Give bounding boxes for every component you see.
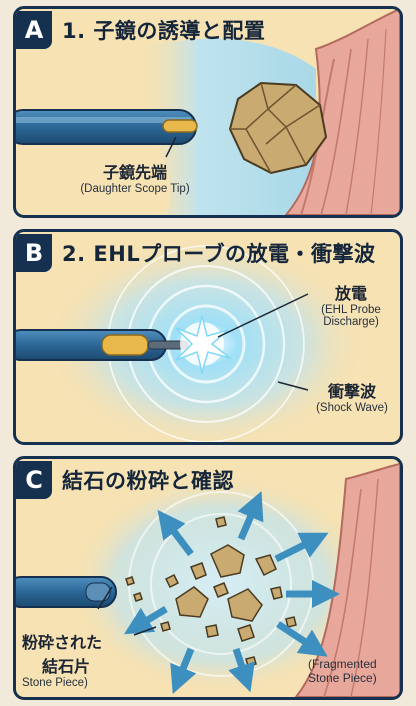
panel-a: A 1. 子鏡の誘導と配置 子鏡先端 (Daughter Scope Tip) [13, 6, 403, 218]
stone-piece-label-jp-1: 粉砕された [22, 629, 150, 653]
shock-wave-label: 衝撃波 (Shock Wave) [306, 378, 398, 414]
scope-tip-label-jp: 子鏡先端 [50, 159, 220, 183]
shock-wave-label-jp: 衝撃波 [306, 378, 398, 402]
fragmented-label-en-2: Stone Piece) [308, 671, 400, 685]
shock-wave-label-en: (Shock Wave) [306, 402, 398, 414]
scope-tip-label-en: (Daughter Scope Tip) [50, 183, 220, 195]
fragmented-label-en-1: (Fragmented [308, 657, 400, 671]
panel-b-badge: B [16, 234, 52, 272]
panel-a-header: A 1. 子鏡の誘導と配置 [16, 9, 265, 51]
panel-c: C 結石の粉砕と確認 粉砕された 結石片 Stone Piece) (Fragm… [13, 456, 403, 700]
stone-piece-label: 粉砕された 結石片 Stone Piece) [22, 629, 150, 689]
panel-c-title: 結石の粉砕と確認 [62, 465, 234, 495]
panel-a-badge: A [16, 11, 52, 49]
discharge-label-en-1: (EHL Probe [306, 304, 396, 316]
stone-piece-label-en: Stone Piece) [22, 677, 150, 689]
panel-c-header: C 結石の粉砕と確認 [16, 459, 234, 501]
panel-c-badge: C [16, 461, 52, 499]
fragmented-label: (Fragmented Stone Piece) [308, 657, 400, 685]
daughter-scope [16, 110, 197, 144]
panel-b-title: 2. EHLプローブの放電・衝撃波 [62, 238, 375, 268]
panel-b: B 2. EHLプローブの放電・衝撃波 放電 (EHL Probe Discha… [13, 229, 403, 445]
panel-a-title: 1. 子鏡の誘導と配置 [62, 15, 265, 45]
discharge-label-en-2: Discharge) [306, 316, 396, 328]
stone-piece-label-jp-2: 結石片 [22, 653, 150, 677]
discharge-label: 放電 (EHL Probe Discharge) [306, 280, 396, 328]
ehl-probe [16, 330, 188, 360]
daughter-scope-c [16, 577, 116, 607]
discharge-label-jp: 放電 [306, 280, 396, 304]
scope-tip-label: 子鏡先端 (Daughter Scope Tip) [50, 159, 220, 195]
panel-b-header: B 2. EHLプローブの放電・衝撃波 [16, 232, 375, 274]
